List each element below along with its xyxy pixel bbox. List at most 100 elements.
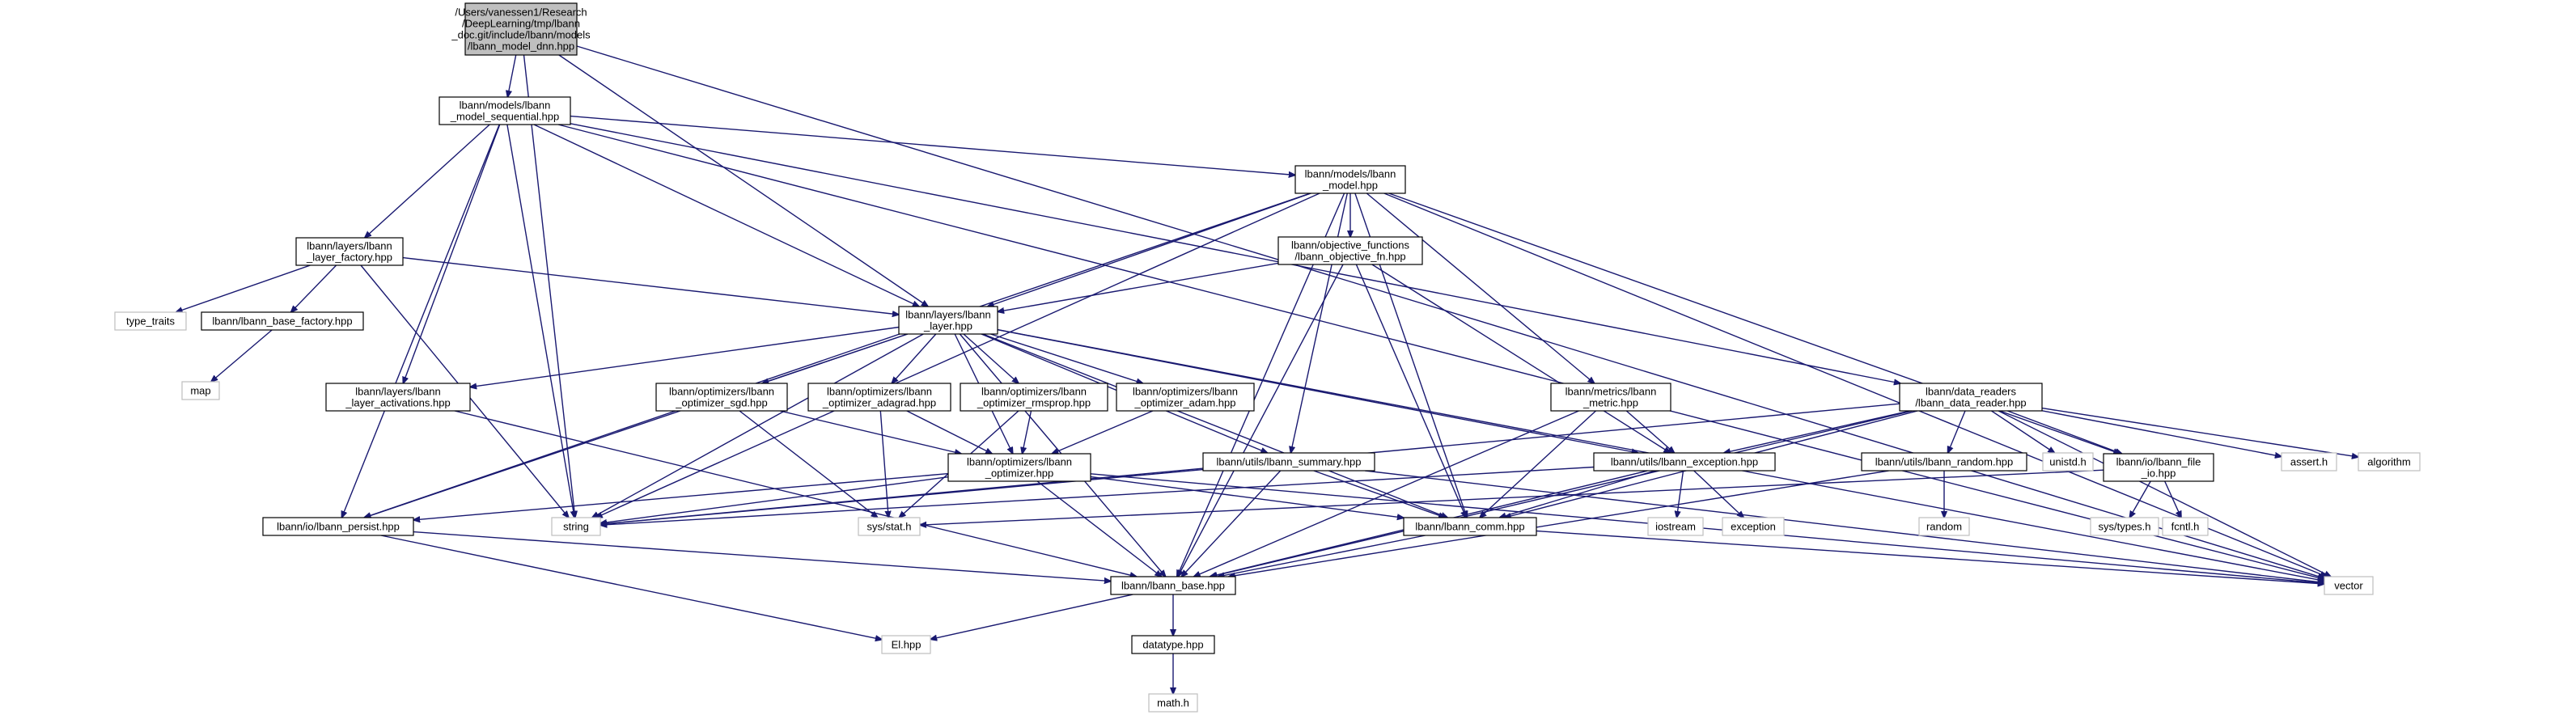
node-label-persist: lbann/io/lbann_persist.hpp — [277, 521, 400, 533]
node-label-datatype: datatype.hpp — [1142, 639, 1203, 651]
edge-root-to-vector — [576, 45, 2324, 578]
node-vector: vector — [2324, 576, 2374, 595]
node-label-activations: lbann/layers/lbann — [355, 386, 441, 398]
node-label-objfn: lbann/objective_functions — [1291, 239, 1409, 252]
node-label-fileio: lbann/io/lbann_file — [2116, 456, 2201, 468]
edge-datareader-to-exception — [1724, 410, 1910, 453]
node-adam[interactable]: lbann/optimizers/lbann_optimizer_adam.hp… — [1116, 383, 1255, 412]
edge-layer-to-rmsprop — [963, 333, 1019, 383]
edge-objfn-to-layer — [998, 262, 1279, 311]
edge-random-to-base — [1229, 470, 1889, 577]
node-comm[interactable]: lbann/lbann_comm.hpp — [1403, 517, 1537, 536]
node-label-root: /lbann_model_dnn.hpp — [468, 40, 574, 53]
node-label-map: map — [190, 385, 210, 397]
edge-persist-to-elhpp — [380, 535, 882, 640]
edge-base-to-elhpp — [930, 594, 1133, 639]
node-label-summary: lbann/utils/lbann_summary.hpp — [1217, 456, 1362, 468]
node-datatype[interactable]: datatype.hpp — [1131, 635, 1215, 654]
node-random[interactable]: lbann/utils/lbann_random.hpp — [1861, 452, 2027, 472]
node-label-base: lbann/lbann_base.hpp — [1121, 580, 1225, 592]
edge-fileio-to-sysstat — [920, 469, 2104, 525]
node-label-root: /Users/vanessen1/Research — [455, 6, 587, 19]
node-box-fcntl — [2162, 517, 2209, 536]
node-label-sysstat: sys/stat.h — [867, 521, 912, 533]
edge-adagrad-to-optimizer — [906, 410, 992, 454]
edge-summary-to-comm — [1313, 470, 1445, 518]
node-optimizer[interactable]: lbann/optimizers/lbann_optimizer.hpp — [947, 453, 1091, 482]
node-label-unistd: unistd.h — [2049, 456, 2087, 468]
edge-adagrad-to-sysstat — [879, 410, 888, 518]
node-randomstd: random — [1918, 517, 1970, 536]
edge-metric-to-comm — [1480, 410, 1596, 518]
edge-comm-to-base — [1218, 535, 1426, 577]
node-root[interactable]: /Users/vanessen1/Research/DeepLearning/t… — [451, 2, 591, 56]
edge-summary-to-string — [600, 468, 1204, 525]
edge-model-to-summary — [1290, 192, 1348, 453]
node-box-asserth — [2281, 452, 2337, 472]
node-summary[interactable]: lbann/utils/lbann_summary.hpp — [1202, 452, 1375, 472]
edge-comm-to-vector — [1536, 530, 2324, 585]
node-sgd[interactable]: lbann/optimizers/lbann_optimizer_sgd.hpp — [655, 383, 788, 412]
edge-optimizer-to-vector — [1090, 473, 2324, 584]
node-box-map — [181, 381, 220, 400]
edge-seq-to-factory — [365, 124, 490, 238]
node-box-layer — [898, 306, 998, 335]
node-label-root: _doc.git/include/lbann/models — [451, 29, 591, 41]
node-model[interactable]: lbann/models/lbann_model.hpp — [1294, 165, 1406, 194]
node-label-datareader: lbann/data_readers — [1926, 386, 2017, 398]
edge-optimizer-to-comm — [1090, 476, 1404, 518]
node-box-typetraits — [114, 311, 187, 331]
edge-model-to-metric — [1366, 192, 1594, 383]
node-adagrad[interactable]: lbann/optimizers/lbann_optimizer_adagrad… — [807, 383, 951, 412]
edge-layer-to-adagrad — [892, 333, 937, 383]
node-label-fcntl: fcntl.h — [2171, 521, 2200, 533]
node-label-asserth: assert.h — [2290, 456, 2328, 468]
node-label-datareader: /lbann_data_reader.hpp — [1915, 397, 2026, 409]
edge-layer-to-activations — [470, 326, 900, 387]
node-activations[interactable]: lbann/layers/lbann_layer_activations.hpp — [325, 383, 471, 412]
edge-model-to-persist — [364, 192, 1311, 518]
node-fcntl: fcntl.h — [2162, 517, 2209, 536]
node-factory[interactable]: lbann/layers/lbann_layer_factory.hpp — [295, 237, 404, 266]
node-box-datareader — [1899, 383, 2043, 412]
node-unistd: unistd.h — [2042, 452, 2094, 472]
node-label-sgd: lbann/optimizers/lbann — [669, 386, 774, 398]
edge-fileio-to-systypes — [2129, 480, 2151, 518]
edge-adam-to-optimizer — [1052, 410, 1154, 454]
node-box-datatype — [1131, 635, 1215, 654]
node-iostream: iostream — [1647, 517, 1704, 536]
node-seq[interactable]: lbann/models/lbann_model_sequential.hpp — [439, 96, 571, 125]
node-label-objfn: /lbann_objective_fn.hpp — [1294, 251, 1405, 263]
edge-root-to-seq — [507, 54, 517, 97]
node-label-exceptionstd: exception — [1731, 521, 1776, 533]
node-label-factory: lbann/layers/lbann — [307, 240, 392, 252]
node-exception[interactable]: lbann/utils/lbann_exception.hpp — [1593, 452, 1776, 472]
node-label-iostream: iostream — [1655, 521, 1696, 533]
node-label-adam: lbann/optimizers/lbann — [1133, 386, 1238, 398]
node-fileio[interactable]: lbann/io/lbann_file_io.hpp — [2103, 453, 2214, 482]
edge-metric-to-base — [1194, 410, 1579, 577]
node-box-rmsprop — [960, 383, 1108, 412]
node-box-random — [1861, 452, 2027, 472]
edge-seq-to-datareader — [570, 123, 1900, 383]
edge-datareader-to-fileio — [2007, 410, 2121, 454]
edge-rmsprop-to-optimizer — [1023, 410, 1032, 454]
node-typetraits: type_traits — [114, 311, 187, 331]
node-box-string — [551, 517, 601, 536]
edge-layer-to-string — [592, 333, 924, 518]
node-basefactory[interactable]: lbann/lbann_base_factory.hpp — [201, 311, 364, 331]
node-rmsprop[interactable]: lbann/optimizers/lbann_optimizer_rmsprop… — [960, 383, 1108, 412]
node-base[interactable]: lbann/lbann_base.hpp — [1110, 576, 1236, 595]
node-objfn[interactable]: lbann/objective_functions/lbann_objectiv… — [1277, 236, 1423, 265]
node-datareader[interactable]: lbann/data_readers/lbann_data_reader.hpp — [1899, 383, 2043, 412]
node-persist[interactable]: lbann/io/lbann_persist.hpp — [262, 517, 414, 536]
node-label-sgd: _optimizer_sgd.hpp — [675, 397, 767, 409]
node-metric[interactable]: lbann/metrics/lbann_metric.hpp — [1550, 383, 1671, 412]
node-layer[interactable]: lbann/layers/lbann_layer.hpp — [898, 306, 998, 335]
node-box-persist — [262, 517, 414, 536]
node-label-elhpp: El.hpp — [892, 639, 922, 651]
edge-seq-to-vector — [557, 124, 2324, 579]
node-label-fileio: _io.hpp — [2141, 467, 2176, 480]
node-box-comm — [1403, 517, 1537, 536]
